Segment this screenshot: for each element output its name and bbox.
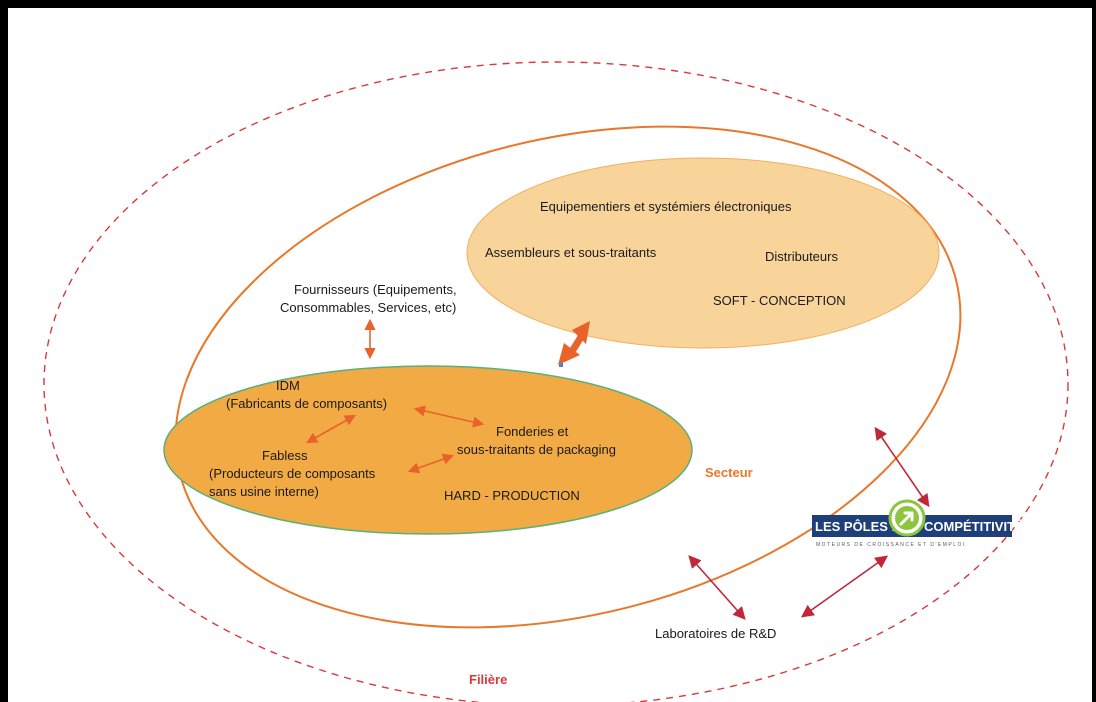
- idm-sub-label: (Fabricants de composants): [226, 396, 387, 411]
- fabless-label: Fabless: [262, 448, 308, 463]
- fabless-sub-label2: sans usine interne): [209, 484, 319, 499]
- soft-assembleurs-label: Assembleurs et sous-traitants: [485, 245, 657, 260]
- fournisseurs-line2: Consommables, Services, etc): [280, 300, 456, 315]
- secteur-laboratoires-arrow: [688, 555, 746, 620]
- logo-right-text: COMPÉTITIVITÉ: [924, 519, 1024, 534]
- connection-point: [559, 363, 563, 367]
- laboratoires-poles-arrow: [800, 555, 889, 618]
- arrow-circle-icon: [888, 499, 926, 537]
- secteur-label: Secteur: [705, 465, 753, 480]
- fournisseurs-line1: Fournisseurs (Equipements,: [294, 282, 457, 297]
- secteur-boundary: [174, 125, 962, 629]
- fonderies-sub-label: sous-traitants de packaging: [457, 442, 616, 457]
- soft-conception-ellipse: [466, 157, 940, 349]
- hard-title: HARD - PRODUCTION: [444, 488, 580, 503]
- fabless-sub-label1: (Producteurs de composants: [209, 466, 376, 481]
- idm-fabless-arrow: [306, 414, 356, 444]
- logo-left-text: LES PÔLES DE: [815, 519, 910, 534]
- filiere-boundary: [43, 61, 1069, 702]
- soft-hard-double-arrow: [558, 321, 590, 365]
- idm-label: IDM: [276, 378, 300, 393]
- logo-tagline: MOTEURS DE CROISSANCE ET D'EMPLOI: [816, 542, 966, 548]
- soft-distributeurs-label: Distributeurs: [765, 249, 838, 264]
- secteur-poles-arrow: [874, 426, 930, 508]
- hard-production-ellipse: [163, 365, 693, 535]
- soft-equipementiers-label: Equipementiers et systémiers électroniqu…: [540, 199, 792, 214]
- poles-competitivite-logo: LES PÔLES DE COMPÉTITIVITÉ MOTEURS DE CR…: [812, 499, 1024, 548]
- soft-title: SOFT - CONCEPTION: [713, 293, 846, 308]
- idm-fonderies-arrow: [413, 405, 485, 428]
- diagram-canvas: Equipementiers et systémiers électroniqu…: [43, 61, 1069, 702]
- filiere-label: Filière: [469, 672, 507, 687]
- fabless-fonderies-arrow: [407, 453, 455, 474]
- laboratoires-label: Laboratoires de R&D: [655, 626, 776, 641]
- fonderies-label: Fonderies et: [496, 424, 569, 439]
